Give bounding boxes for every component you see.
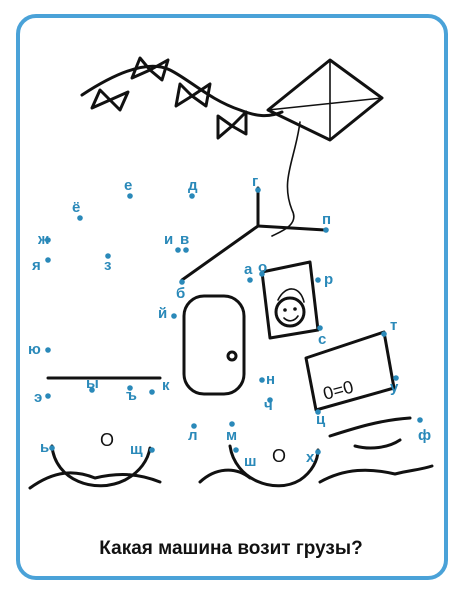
dot-label-г: г: [252, 173, 258, 190]
page-border: [16, 14, 448, 580]
dot-й: [171, 313, 177, 319]
dot-ъ: [127, 385, 133, 391]
letter-dots: а б в г д е ё ж з и й к л м н о п р с т у ф х ц ч ш щ ъ ы ь э ю я: [28, 173, 431, 470]
dot-ё: [77, 215, 83, 221]
ground-right: [318, 464, 434, 484]
dot-к: [149, 389, 155, 395]
dot-label-ь: ь: [40, 439, 49, 456]
dot-ч: [267, 397, 273, 403]
dot-ь: [49, 445, 55, 451]
door-handle: [226, 350, 238, 362]
dot-д: [189, 193, 195, 199]
dot-label-е: е: [124, 177, 132, 194]
dot-ц: [315, 409, 321, 415]
dot-э: [45, 393, 51, 399]
dot-о: [259, 271, 265, 277]
dot-label-у: у: [390, 379, 399, 396]
dot-а: [247, 277, 253, 283]
dot-label-о: о: [258, 259, 267, 276]
dot-label-ж: ж: [37, 231, 49, 248]
driver-face: [274, 296, 306, 328]
dot-label-з: з: [104, 257, 111, 274]
dot-label-п: п: [322, 211, 331, 228]
truck-door: [182, 294, 246, 396]
dot-м: [229, 421, 235, 427]
dot-label-к: к: [162, 377, 170, 394]
dot-label-в: в: [180, 231, 189, 248]
dot-label-х: х: [306, 449, 315, 466]
front-wheel-arc: [228, 444, 320, 488]
dot-label-м: м: [226, 427, 237, 444]
rear-wheel-arc: [50, 444, 152, 488]
dot-label-и: и: [164, 231, 173, 248]
dot-щ: [149, 447, 155, 453]
dot-п: [323, 227, 329, 233]
dot-label-я: я: [32, 257, 41, 274]
dot-л: [191, 423, 197, 429]
dot-label-л: л: [188, 427, 198, 444]
dot-с: [317, 325, 323, 331]
dot-label-ю: ю: [28, 341, 41, 358]
dot-у: [393, 375, 399, 381]
dot-я: [45, 257, 51, 263]
dot-т: [381, 331, 387, 337]
dot-ы: [89, 387, 95, 393]
dot-label-ч: ч: [264, 397, 273, 414]
front-wheel-hub: О: [272, 446, 286, 466]
cab-window: [260, 260, 320, 340]
driver-hair: [277, 288, 305, 303]
bow-4: [216, 110, 248, 140]
dot-г: [255, 187, 261, 193]
dot-е: [127, 193, 133, 199]
truck-hood-plate: [304, 330, 396, 412]
dot-label-э: э: [34, 389, 42, 406]
dot-х: [315, 449, 321, 455]
kite-tail: [80, 64, 284, 118]
kite-string: [271, 121, 301, 237]
dot-label-н: н: [266, 371, 275, 388]
dot-з: [105, 253, 111, 259]
dot-label-ё: ё: [72, 199, 80, 216]
front-fender: [353, 438, 402, 450]
dot-label-а: а: [244, 261, 253, 278]
bow-3: [174, 82, 212, 108]
dot-ж: [45, 237, 51, 243]
dot-н: [259, 377, 265, 383]
dot-ш: [233, 447, 239, 453]
dot-в: [183, 247, 189, 253]
cab-slope-line: [180, 224, 260, 282]
dot-ю: [45, 347, 51, 353]
bow-1: [90, 88, 130, 112]
kite-frame: [267, 59, 383, 141]
dot-и: [175, 247, 181, 253]
rear-wheel-hub: О: [100, 430, 114, 450]
front-bumper: [328, 416, 412, 438]
dot-б: [179, 279, 185, 285]
dot-label-д: д: [188, 177, 198, 194]
dot-label-ф: ф: [418, 427, 431, 444]
dot-label-б: б: [176, 285, 185, 302]
ground-left: [28, 471, 162, 490]
dot-label-ъ: ъ: [126, 387, 137, 404]
dot-р: [315, 277, 321, 283]
dot-label-щ: щ: [130, 441, 143, 458]
dot-label-с: с: [318, 331, 326, 348]
dot-label-р: р: [324, 271, 333, 288]
dot-label-й: й: [158, 305, 167, 322]
bow-2: [130, 56, 170, 82]
dot-label-ш: ш: [244, 453, 257, 470]
dot-label-ц: ц: [316, 411, 326, 428]
dot-label-ы: ы: [86, 375, 99, 392]
dot-label-т: т: [390, 317, 397, 334]
question-caption: Какая машина возит грузы?: [99, 538, 363, 559]
dot-ф: [417, 417, 423, 423]
